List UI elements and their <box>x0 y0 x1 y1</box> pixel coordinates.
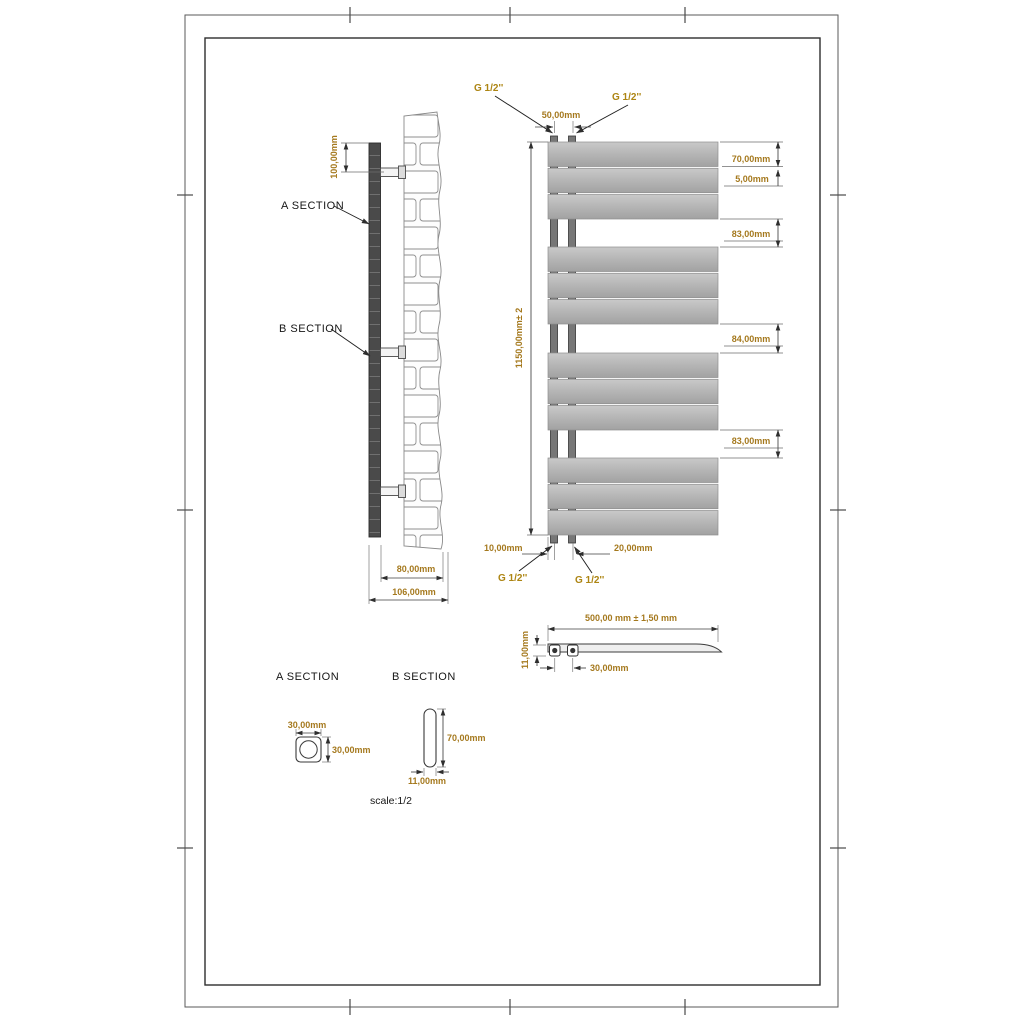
a-section-title: A SECTION <box>276 671 339 683</box>
connection-bottom-right-leader <box>574 546 593 574</box>
connection-bottom-right-label: G 1/2'' <box>575 575 604 586</box>
dim-slat-gap-text: 5,00mm <box>735 174 769 184</box>
tube-cross-sections <box>549 644 579 657</box>
dim-off-left-text: 10,00mm <box>484 543 523 553</box>
dimension-bracket-offset: 100,00mm <box>329 135 384 179</box>
drawing-border <box>204 37 821 986</box>
dimensions-right: 70,00mm 5,00mm 83,00mm 84,00mm 83,00mm <box>720 141 783 459</box>
dimension-tube-pitch: 30,00mm <box>540 658 629 673</box>
a-section-detail: 30,00mm 30,00mm <box>288 720 371 763</box>
a-width-text: 30,00mm <box>288 720 327 730</box>
dim-thickness-text: 11,00mm <box>520 631 530 669</box>
connection-top-right-leader <box>576 104 629 134</box>
mounting-bracket-middle <box>380 345 406 359</box>
trim-frame <box>184 14 839 1008</box>
b-section-profile <box>423 708 437 768</box>
section-details: A SECTION B SECTION 30,00mm 30,00mm 70,0… <box>276 671 486 807</box>
a-section-callout: A SECTION <box>281 200 344 212</box>
dim-pitch-text: 50,00mm <box>542 110 581 120</box>
dimension-overall-height: 1150,00mm± 2 <box>514 141 548 536</box>
b-section-callout: B SECTION <box>279 323 343 335</box>
dim-width-text: 500,00 mm ± 1,50 mm <box>585 613 677 623</box>
scale-note: scale:1/2 <box>370 795 412 807</box>
dimensions-bottom: 10,00mm 20,00mm <box>484 537 653 560</box>
wall-hatch <box>403 111 443 550</box>
dimension-overall-width: 500,00 mm ± 1,50 mm <box>547 613 719 642</box>
b-height-text: 70,00mm <box>447 733 486 743</box>
side-view: A SECTION B SECTION 100,00mm 80,00mm 106… <box>279 111 449 604</box>
b-section-title: B SECTION <box>392 671 456 683</box>
dim-tube-pitch-text: 30,00mm <box>590 663 629 673</box>
dim-gap1-text: 83,00mm <box>732 229 771 239</box>
a-height-text: 30,00mm <box>332 745 371 755</box>
b-width-text: 11,00mm <box>408 776 446 786</box>
dim-panel-text: 70,00mm <box>732 154 771 164</box>
dim-height-text: 1150,00mm± 2 <box>514 308 524 369</box>
b-section-leader <box>330 328 371 357</box>
dim-off-right-text: 20,00mm <box>614 543 653 553</box>
dimension-thickness: 11,00mm <box>520 631 546 669</box>
centering-marks <box>177 7 846 1015</box>
dimension-depth: 80,00mm 106,00mm <box>368 545 449 604</box>
dimension-top-pitch: 50,00mm <box>535 110 591 133</box>
top-view: 500,00 mm ± 1,50 mm 11,00mm 30,00mm <box>520 613 723 673</box>
panel-slats <box>547 141 719 536</box>
connection-top-left-label: G 1/2'' <box>474 83 503 94</box>
connection-bottom-left-leader <box>518 545 553 572</box>
connection-bottom-left-label: G 1/2'' <box>498 573 527 584</box>
a-section-leader <box>333 205 370 225</box>
collector-tube-left <box>550 135 558 544</box>
connection-top-right-label: G 1/2'' <box>612 92 641 103</box>
collector-tube-right <box>568 135 576 544</box>
panel-top-profile <box>547 643 723 653</box>
mounting-bracket-top <box>380 165 406 179</box>
dim-gap3-text: 83,00mm <box>732 436 771 446</box>
radiator-side-profile <box>368 142 381 538</box>
b-section-detail: 70,00mm 11,00mm <box>408 708 486 786</box>
dim-depth-text: 80,00mm <box>397 564 436 574</box>
mounting-bracket-bottom <box>380 484 406 498</box>
dim-offset-text: 100,00mm <box>329 135 339 179</box>
dim-gap2-text: 84,00mm <box>732 334 771 344</box>
front-view: G 1/2'' G 1/2'' 50,00mm 1150,00mm± 2 <box>474 83 783 586</box>
a-section-bore <box>299 740 318 759</box>
dim-total-depth-text: 106,00mm <box>392 587 436 597</box>
